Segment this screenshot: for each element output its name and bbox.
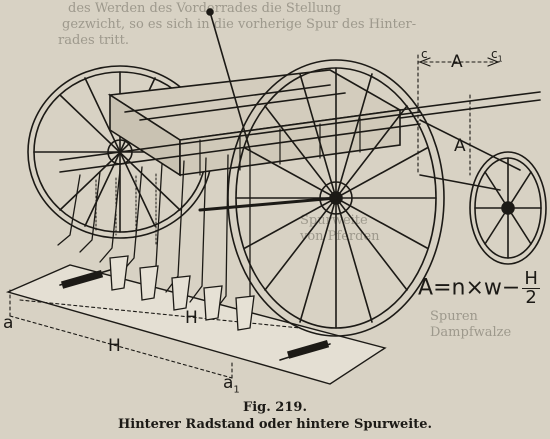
bleed-line-3: rades tritt.: [58, 33, 129, 48]
figure-number: Fig. 219.: [243, 400, 307, 415]
front-wheel: [469, 151, 547, 265]
seed-drill-engraving: [5, 8, 547, 385]
bleed-line-1: des Werden des Vorderrades die Stellung: [68, 1, 342, 16]
label-H-upper: H: [185, 308, 198, 328]
coulters: [57, 151, 255, 331]
dimension-arrows: [418, 57, 500, 67]
bleed-line-5: von Pferden: [300, 229, 380, 244]
formula-lhs: A: [418, 275, 434, 301]
label-c: c: [421, 47, 428, 61]
formula-rhs: n×w−: [451, 275, 521, 301]
ground-track: [5, 264, 387, 385]
bleed-line-7: Dampfwalze: [430, 325, 512, 340]
formula-numerator: H: [522, 268, 540, 289]
label-A-top: A: [451, 52, 463, 72]
seed-box: [107, 69, 403, 177]
axle: [198, 196, 338, 212]
drag-chains: [95, 173, 157, 246]
formula-denominator: 2: [525, 287, 537, 308]
figure-caption: Hinterer Radstand oder hintere Spurweite…: [117, 417, 433, 432]
label-A-side: A: [454, 136, 466, 156]
label-H-lower: H: [108, 336, 121, 356]
label-c1: c1: [491, 47, 503, 64]
formula-equals: =: [433, 275, 452, 301]
bleed-through-text: des Werden des Vorderrades die Stellung …: [0, 0, 550, 340]
bleed-line-6: Spuren: [430, 309, 478, 324]
label-a1: a1: [223, 373, 240, 396]
bleed-line-2: gezwicht, so es sich in die vorherige Sp…: [62, 17, 417, 32]
label-a-left: a: [3, 313, 14, 333]
